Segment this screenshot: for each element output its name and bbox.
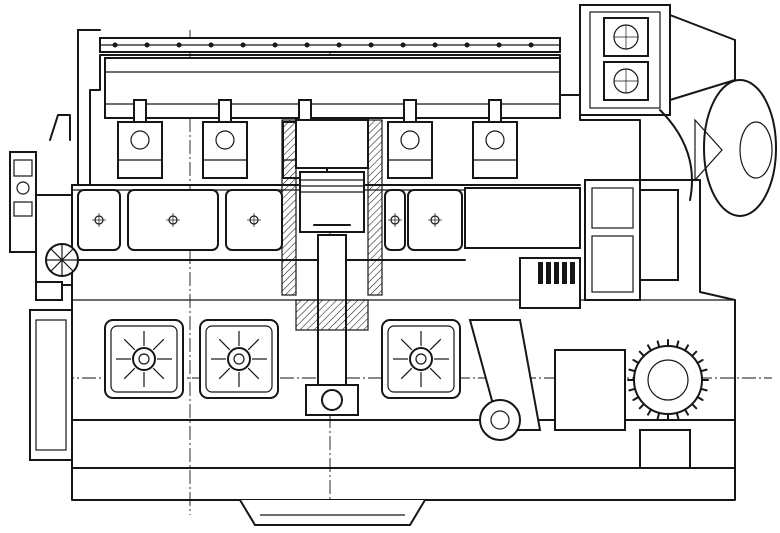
valve-gear-unit bbox=[202, 99, 248, 179]
crankcase-door bbox=[104, 319, 184, 399]
inspection-covers bbox=[77, 189, 463, 251]
valve-gear-unit bbox=[387, 99, 433, 179]
inspection-cover bbox=[225, 189, 283, 251]
inspection-cover bbox=[384, 189, 406, 251]
fuel-pump-bank bbox=[464, 187, 581, 309]
piston bbox=[299, 171, 365, 233]
crankcase-door bbox=[199, 319, 279, 399]
oil-sump bbox=[72, 499, 735, 526]
inspection-cover bbox=[407, 189, 463, 251]
crankcase-door bbox=[381, 319, 461, 399]
inspection-cover bbox=[77, 189, 121, 251]
valve-gear-unit bbox=[117, 99, 163, 179]
crankcase-doors bbox=[104, 319, 461, 399]
left-accessories bbox=[9, 29, 101, 461]
turbocharger bbox=[579, 4, 777, 217]
crank-and-gears bbox=[468, 319, 709, 469]
inspection-cover bbox=[127, 189, 219, 251]
top-rail bbox=[99, 37, 561, 119]
cylinder-cutaway bbox=[281, 119, 383, 416]
valve-gear-unit bbox=[472, 99, 518, 179]
governor-box bbox=[584, 179, 679, 301]
